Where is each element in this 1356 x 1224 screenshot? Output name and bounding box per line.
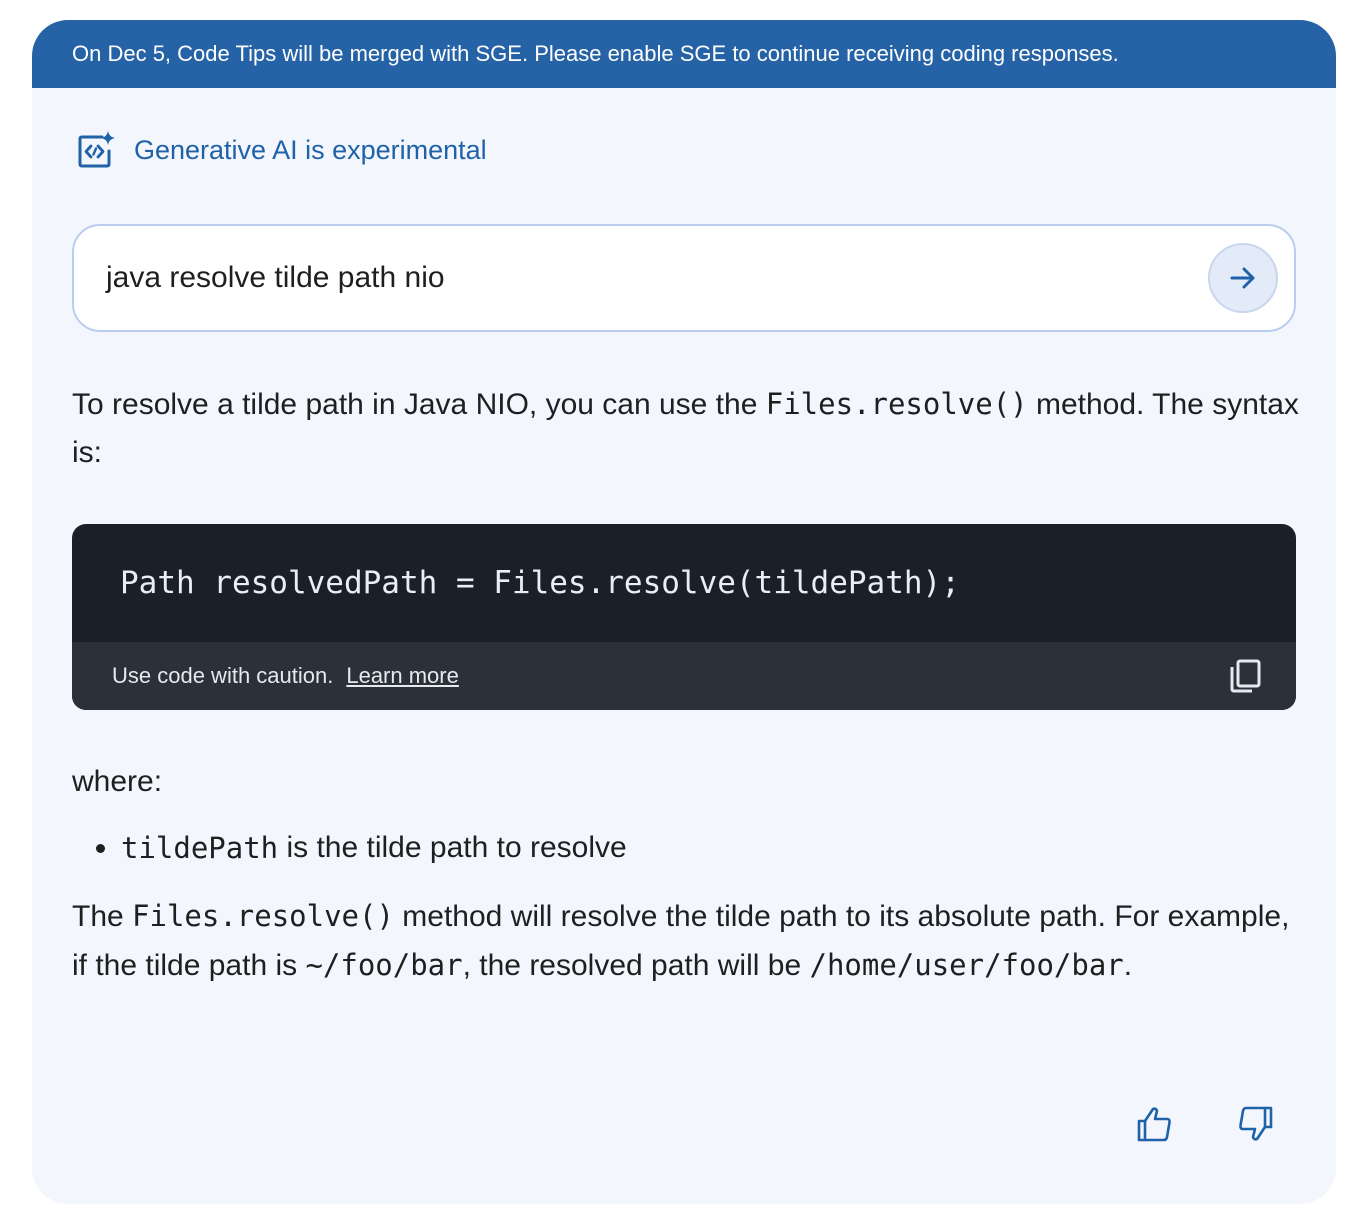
intro-text: method. The syntax is: — [72, 388, 1299, 469]
merge-notice-banner: On Dec 5, Code Tips will be merged with … — [32, 20, 1336, 88]
banner-text: On Dec 5, Code Tips will be merged with … — [72, 41, 1119, 66]
explanation-text: method will resolve the tilde path to it… — [72, 900, 1290, 982]
answer-explanation: The Files.resolve() method will resolve … — [72, 892, 1302, 990]
arrow-right-icon — [1230, 267, 1255, 289]
inline-code: tildePath — [121, 831, 279, 865]
caution-text: Use code with caution. — [112, 663, 334, 688]
inline-code: Files.resolve() — [132, 899, 394, 933]
submit-query-button[interactable] — [1208, 243, 1278, 313]
explanation-text: The — [72, 900, 133, 933]
explanation-text: , the resolved path will be — [462, 949, 810, 982]
list-item-text: is the tilde path to resolve — [278, 831, 627, 864]
code-line[interactable]: Path resolvedPath = Files.resolve(tildeP… — [120, 565, 960, 601]
answer-intro: To resolve a tilde path in Java NIO, you… — [72, 380, 1302, 477]
inline-code: ~/foo/bar — [305, 948, 463, 982]
experimental-label: Generative AI is experimental — [134, 134, 487, 165]
experimental-header: Generative AI is experimental — [76, 130, 487, 170]
code-sparkle-icon — [78, 131, 115, 168]
thumbs-up-icon[interactable] — [1134, 1104, 1174, 1144]
code-block: Path resolvedPath = Files.resolve(tildeP… — [72, 524, 1296, 710]
explanation-text: . — [1123, 949, 1133, 982]
inline-code: Files.resolve() — [765, 387, 1028, 421]
where-label: where: — [72, 765, 163, 798]
code-tips-card: On Dec 5, Code Tips will be merged with … — [32, 20, 1336, 1204]
learn-more-link[interactable]: Learn more — [346, 663, 459, 688]
list-item: tildePath is the tilde path to resolve — [72, 824, 627, 872]
thumbs-down-icon[interactable] — [1236, 1104, 1276, 1144]
parameter-list: tildePath is the tilde path to resolve — [72, 824, 627, 872]
query-text[interactable]: java resolve tilde path nio — [106, 261, 445, 294]
intro-text: To resolve a tilde path in Java NIO, you… — [72, 388, 766, 421]
inline-code: /home/user/foo/bar — [809, 948, 1124, 982]
query-field[interactable]: java resolve tilde path nio — [72, 224, 1296, 332]
code-footer: Use code with caution. Learn more — [72, 642, 1296, 710]
copy-icon[interactable] — [1228, 658, 1264, 694]
bullet-icon — [96, 843, 105, 853]
